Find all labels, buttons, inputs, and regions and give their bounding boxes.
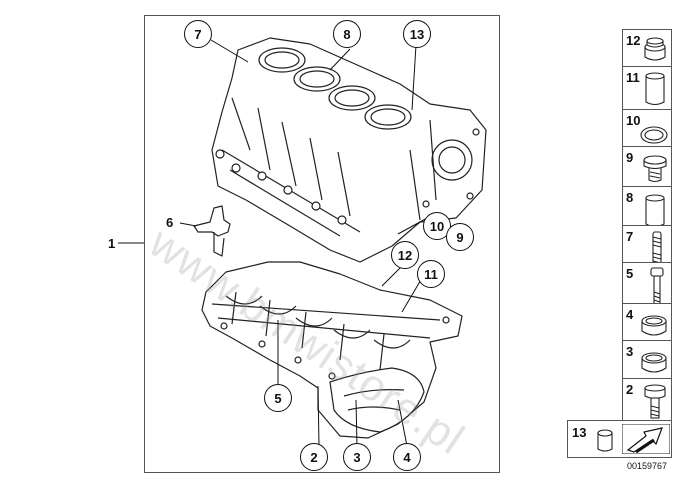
part-number: 2	[626, 382, 634, 397]
callout-5[interactable]: 5	[264, 384, 292, 412]
sleeve-icon	[597, 429, 613, 452]
part-item-3[interactable]: 3	[622, 340, 672, 385]
stud-icon	[652, 231, 662, 267]
assembly-label[interactable]: 1	[108, 236, 116, 251]
hex-bolt-icon	[644, 384, 666, 419]
part-number: 3	[626, 344, 634, 359]
callout-8[interactable]: 8	[333, 20, 361, 48]
callout-7[interactable]: 7	[184, 20, 212, 48]
legend-box: 13	[567, 420, 672, 458]
reference-code: 00159767	[627, 461, 668, 471]
part-number: 11	[626, 70, 640, 85]
sealing-cap-icon	[641, 352, 667, 373]
part-item-8[interactable]: 8	[622, 186, 672, 231]
callout-2[interactable]: 2	[300, 443, 328, 471]
bolt-icon	[650, 267, 664, 305]
part-number: 9	[626, 150, 634, 165]
callout-12[interactable]: 12	[391, 241, 419, 269]
part-item-11[interactable]: 11	[622, 66, 672, 111]
part-item-2[interactable]: 2	[622, 378, 672, 423]
arrow-icon	[622, 424, 670, 454]
legend-number: 13	[572, 425, 587, 440]
part-item-5[interactable]: 5	[622, 262, 672, 307]
part-item-9[interactable]: 9	[622, 146, 672, 191]
callout-11[interactable]: 11	[417, 260, 445, 288]
screw-plug-icon	[643, 155, 667, 183]
gasket-ring-icon	[640, 126, 668, 144]
callout-3[interactable]: 3	[343, 443, 371, 471]
part-number: 5	[626, 266, 634, 281]
part-number: 4	[626, 307, 634, 322]
dowel-sleeve-icon	[645, 72, 665, 106]
part-number: 7	[626, 229, 634, 244]
callout-4[interactable]: 4	[393, 443, 421, 471]
diagram-frame	[144, 15, 500, 473]
dowel-sleeve-icon	[645, 194, 665, 228]
oil-sensor	[193, 205, 231, 237]
part-number: 8	[626, 190, 634, 205]
callout-9[interactable]: 9	[446, 223, 474, 251]
part-number: 10	[626, 113, 641, 128]
screw-plug-icon	[644, 37, 666, 61]
callout-13[interactable]: 13	[403, 20, 431, 48]
part-number: 12	[626, 33, 641, 48]
sealing-cap-icon	[641, 315, 667, 336]
sensor-label[interactable]: 6	[166, 215, 174, 230]
